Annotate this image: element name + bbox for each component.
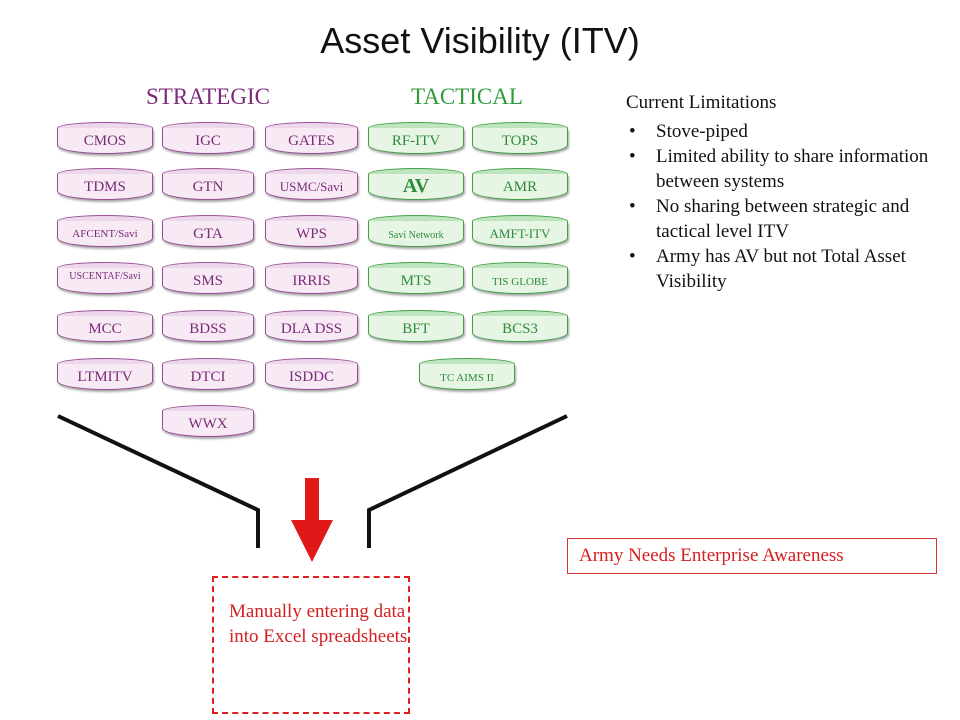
system-cylinder-gates: GATES xyxy=(265,122,358,160)
system-cylinder-gtn: GTN xyxy=(162,168,254,206)
left-funnel-line xyxy=(57,414,260,548)
system-cylinder-usmc-savi: USMC/Savi xyxy=(265,168,358,206)
limitation-item: No sharing between strategic and tactica… xyxy=(629,194,946,244)
system-cylinder-isddc: ISDDC xyxy=(265,358,358,396)
strategic-heading: STRATEGIC xyxy=(146,84,270,109)
down-arrow-shaft xyxy=(305,478,319,526)
system-cylinder-uscentaf-savi: USCENTAF/Savi xyxy=(57,262,153,300)
system-cylinder-gta: GTA xyxy=(162,215,254,253)
limitations-heading: Current Limitations xyxy=(626,92,777,113)
system-cylinder-mts: MTS xyxy=(368,262,464,300)
system-cylinder-tis-globe: TIS GLOBE xyxy=(472,262,568,300)
system-cylinder-tops: TOPS xyxy=(472,122,568,160)
slide-title: Asset Visibility (ITV) xyxy=(320,20,640,61)
system-cylinder-bft: BFT xyxy=(368,310,464,348)
system-cylinder-savi-network: Savi Network xyxy=(368,215,464,253)
limitation-item: Limited ability to share information bet… xyxy=(629,144,946,194)
manual-entry-callout: Manually entering data into Excel spread… xyxy=(212,576,410,714)
limitation-item: Army has AV but not Total Asset Visibili… xyxy=(629,244,946,294)
system-cylinder-bdss: BDSS xyxy=(162,310,254,348)
system-cylinder-cmos: CMOS xyxy=(57,122,153,160)
system-cylinder-tc-aims-ii: TC AIMS II xyxy=(419,358,515,396)
system-cylinder-amr: AMR xyxy=(472,168,568,206)
system-cylinder-amft-itv: AMFT-ITV xyxy=(472,215,568,253)
system-cylinder-rf-itv: RF-ITV xyxy=(368,122,464,160)
limitations-panel: Current Limitations Stove-piped Limited … xyxy=(626,90,946,294)
system-cylinder-afcent-savi: AFCENT/Savi xyxy=(57,215,153,253)
system-cylinder-dla-dss: DLA DSS xyxy=(265,310,358,348)
system-cylinder-wwx: WWX xyxy=(162,405,254,443)
right-funnel-line xyxy=(367,414,568,548)
limitations-list: Stove-piped Limited ability to share inf… xyxy=(626,119,946,294)
system-cylinder-sms: SMS xyxy=(162,262,254,300)
enterprise-awareness-callout: Army Needs Enterprise Awareness xyxy=(567,538,937,574)
limitation-item: Stove-piped xyxy=(629,119,946,144)
system-cylinder-dtci: DTCI xyxy=(162,358,254,396)
system-cylinder-irris: IRRIS xyxy=(265,262,358,300)
tactical-heading: TACTICAL xyxy=(411,84,523,109)
system-cylinder-igc: IGC xyxy=(162,122,254,160)
system-cylinder-ltmitv: LTMITV xyxy=(57,358,153,396)
down-arrow-icon xyxy=(291,520,333,562)
system-cylinder-av: AV xyxy=(368,168,464,206)
system-cylinder-bcs3: BCS3 xyxy=(472,310,568,348)
system-cylinder-tdms: TDMS xyxy=(57,168,153,206)
system-cylinder-wps: WPS xyxy=(265,215,358,253)
system-cylinder-mcc: MCC xyxy=(57,310,153,348)
